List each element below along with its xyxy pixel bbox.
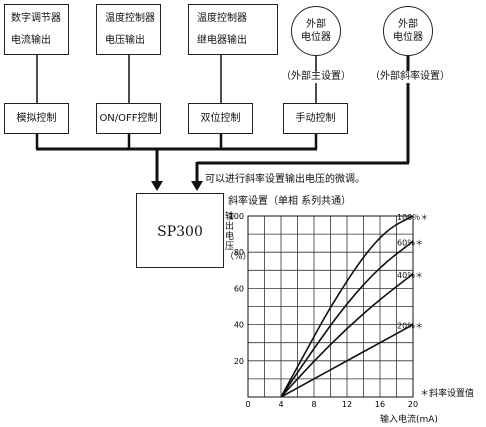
pot-line2: 电位器 xyxy=(393,32,423,43)
sp300-device-box: SP300 xyxy=(136,193,224,268)
device-box-temp-controller-voltage: 温度控制器 电压输出 xyxy=(96,4,161,55)
control-label: 模拟控制 xyxy=(16,113,57,124)
x-tick-label: 4 xyxy=(278,400,283,409)
series-label: 60％＊ xyxy=(397,238,423,247)
y-tick-label: 80 xyxy=(234,248,244,257)
series-line xyxy=(280,323,414,398)
control-box-on-off: ON/OFF控制 xyxy=(96,103,161,134)
series-label: 20％＊ xyxy=(397,322,423,331)
series-line xyxy=(280,215,414,398)
x-tick-label: 8 xyxy=(311,400,316,409)
y-tick-label: 60 xyxy=(234,284,244,293)
x-tick-label: 0 xyxy=(245,400,250,409)
series-line xyxy=(280,240,414,398)
control-label: 双位控制 xyxy=(200,113,241,124)
x-tick-label: 16 xyxy=(375,400,385,409)
device-line2: 电压输出 xyxy=(105,35,145,46)
control-label: 手动控制 xyxy=(295,113,336,124)
chart-title: 斜率设置（单相 系列共通） xyxy=(228,196,352,207)
device-name: SP300 xyxy=(157,224,203,240)
series-label: 100％＊ xyxy=(397,213,428,222)
device-line2: 电流输出 xyxy=(11,35,51,46)
pot-line1: 外部 xyxy=(398,19,418,30)
pot-line2: 电位器 xyxy=(301,32,331,43)
device-box-digital-controller: 数字调节器 电流输出 xyxy=(4,4,69,55)
control-label: ON/OFF控制 xyxy=(99,113,158,124)
arrow-head-right xyxy=(191,181,203,191)
x-axis-label: 输入电流(mA) xyxy=(380,415,438,425)
fine-tune-note: 可以进行斜率设置输出电压的微调。 xyxy=(205,174,365,185)
external-potentiometer-slope: 外部 电位器 xyxy=(383,6,433,56)
x-tick-label: 20 xyxy=(408,400,418,409)
device-line1: 温度控制器 xyxy=(197,13,247,24)
device-line1: 温度控制器 xyxy=(105,13,155,24)
device-line2: 继电器输出 xyxy=(197,35,247,46)
potentiometer-caption-slope: （外部斜率设置） xyxy=(364,71,456,83)
control-box-two-position: 双位控制 xyxy=(188,103,253,134)
arrow-head-left xyxy=(151,181,163,191)
y-tick-label: 40 xyxy=(234,321,244,330)
device-line1: 数字调节器 xyxy=(11,13,61,24)
y-tick-label: 20 xyxy=(234,357,244,366)
pot-line1: 外部 xyxy=(306,19,326,30)
device-box-temp-controller-relay: 温度控制器 继电器输出 xyxy=(188,4,278,55)
external-potentiometer-main: 外部 电位器 xyxy=(291,6,341,56)
x-tick-label: 12 xyxy=(342,400,352,409)
series-label: 40％＊ xyxy=(397,271,423,280)
series-line xyxy=(280,273,414,398)
control-box-analog: 模拟控制 xyxy=(4,103,69,134)
y-tick-label: 100 xyxy=(229,212,244,221)
potentiometer-caption-main: （外部主设置） xyxy=(270,71,362,83)
plot-frame xyxy=(247,215,414,398)
footnote: ＊斜率设置值 xyxy=(420,389,475,399)
control-box-manual: 手动控制 xyxy=(283,103,348,134)
